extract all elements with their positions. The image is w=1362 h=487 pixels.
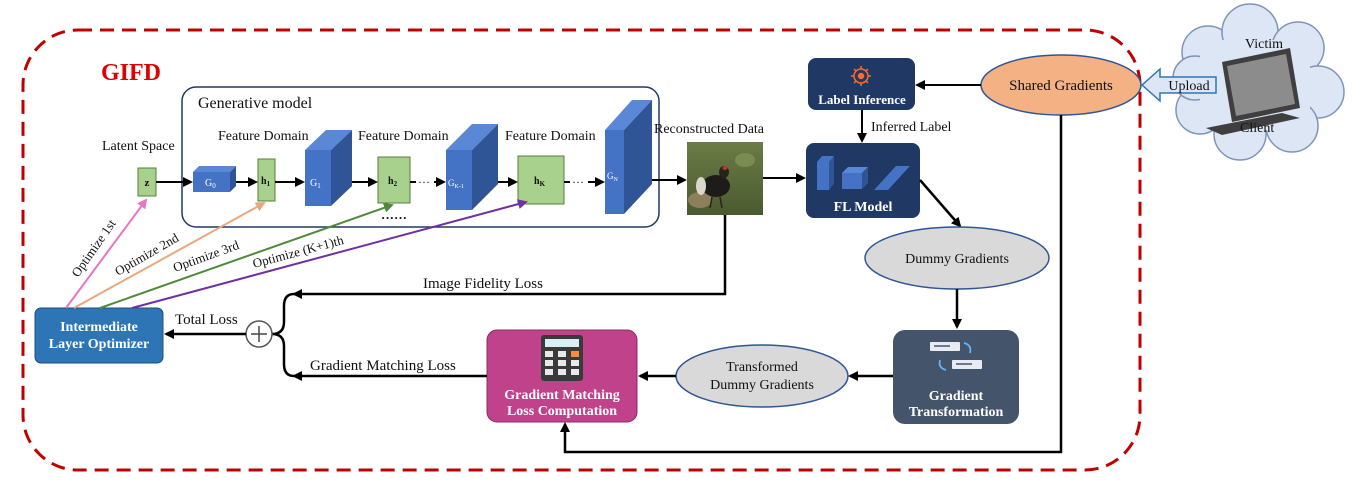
h1-box: [257, 158, 276, 202]
calculator-icon: [541, 335, 583, 381]
gk1-block: [446, 150, 472, 210]
g0-label: G0: [205, 178, 216, 190]
gradient-transformation-label-2: Transformation: [909, 405, 1004, 420]
gradient-transformation-box: [893, 330, 1019, 424]
upload-label: Upload: [1168, 79, 1209, 94]
dummy-gradients-label: Dummy Gradients: [905, 252, 1009, 267]
intermediate-layer-optimizer-box: [34, 307, 164, 364]
ellipsis-3: ······: [381, 210, 407, 225]
gradient-matching-label-1: Gradient Matching: [504, 388, 620, 403]
h1-label: h1: [261, 176, 271, 188]
hk-box: [517, 155, 565, 205]
gk1-block-side: [472, 124, 498, 210]
h2-label: h2: [388, 176, 398, 188]
h2-box: [377, 156, 411, 204]
ellipsis-1: ···: [418, 175, 430, 189]
g1-block-side: [331, 130, 352, 206]
fl-model-label: FL Model: [834, 200, 893, 215]
gk1-label: GK-1: [448, 178, 464, 190]
client-label: Client: [1240, 121, 1274, 136]
gn-block-top: [605, 100, 652, 130]
gn-block-side: [624, 100, 652, 214]
total-loss-label: Total Loss: [175, 312, 238, 328]
gk1-block-top: [446, 124, 498, 150]
fl-model-icon-2-top: [842, 167, 868, 173]
g0-block: [193, 172, 230, 192]
feature-domain-label-3: Feature Domain: [505, 129, 596, 144]
gifd-frame: [21, 28, 1142, 472]
fl-model-icon-1-side: [829, 156, 834, 190]
transformed-dummy-gradients-ellipse: [675, 344, 849, 408]
optimize-1st-arrow: [65, 198, 148, 309]
g1-label: G1: [310, 178, 321, 190]
fl-model-icon-2: [842, 173, 862, 189]
latent-z-label: z: [145, 177, 150, 189]
upload-arrow: Upload: [1140, 67, 1217, 103]
gifd-title: GIFD: [101, 60, 161, 86]
shared-gradients-label: Shared Gradients: [1009, 78, 1113, 94]
optimize-3rd-label: Optimize 3rd: [171, 237, 241, 275]
generative-model-label: Generative model: [198, 95, 313, 112]
g1-block-top: [305, 130, 352, 150]
arrow-shared-to-matching: [560, 115, 1063, 454]
inferred-label-text: Inferred Label: [871, 120, 952, 135]
optimize-2nd-arrow: [73, 202, 266, 309]
arrow-image-fidelity: [292, 215, 727, 299]
feature-domain-label-1: Feature Domain: [218, 129, 309, 144]
arrow-fl-dummy: [919, 179, 962, 228]
plus-icon: [245, 320, 273, 348]
transformed-label-1: Transformed: [726, 360, 798, 375]
optimize-kth-arrow: [131, 199, 528, 309]
transform-icon: [930, 342, 982, 371]
label-inference-label: Label Inference: [818, 92, 906, 107]
reconstructed-image: [687, 142, 763, 215]
g1-block: [305, 150, 331, 206]
latent-space-label: Latent Space: [102, 139, 175, 154]
gn-label: GN: [607, 171, 619, 183]
gradient-matching-loss-label: Gradient Matching Loss: [310, 358, 456, 374]
fl-model-icon-1: [817, 156, 834, 190]
ellipsis-2: ···: [572, 175, 584, 189]
victim-label: Victim: [1245, 37, 1283, 52]
optimize-3rd-arrow: [99, 202, 394, 309]
gn-block: [605, 130, 624, 214]
fl-model-icon-2-side: [862, 167, 868, 189]
merge-brace: [271, 292, 295, 378]
fl-model-icon-3: [874, 166, 910, 190]
g0-block-side: [230, 166, 236, 192]
laptop-icon: [1206, 48, 1300, 135]
reconstructed-data-label: Reconstructed Data: [654, 122, 765, 137]
image-fidelity-loss-label: Image Fidelity Loss: [423, 276, 543, 292]
virus-icon: [851, 66, 871, 86]
generative-model-box: [181, 86, 660, 228]
hk-label: hK: [534, 176, 546, 188]
transformed-label-2: Dummy Gradients: [710, 378, 814, 393]
gradient-transformation-label-1: Gradient: [929, 389, 984, 404]
intermediate-layer-optimizer-label-1: Intermediate: [60, 320, 138, 335]
intermediate-layer-optimizer-label-2: Layer Optimizer: [49, 337, 149, 352]
g0-block-top: [193, 166, 236, 172]
feature-domain-label-2: Feature Domain: [358, 129, 449, 144]
gradient-matching-label-2: Loss Computation: [507, 404, 617, 419]
